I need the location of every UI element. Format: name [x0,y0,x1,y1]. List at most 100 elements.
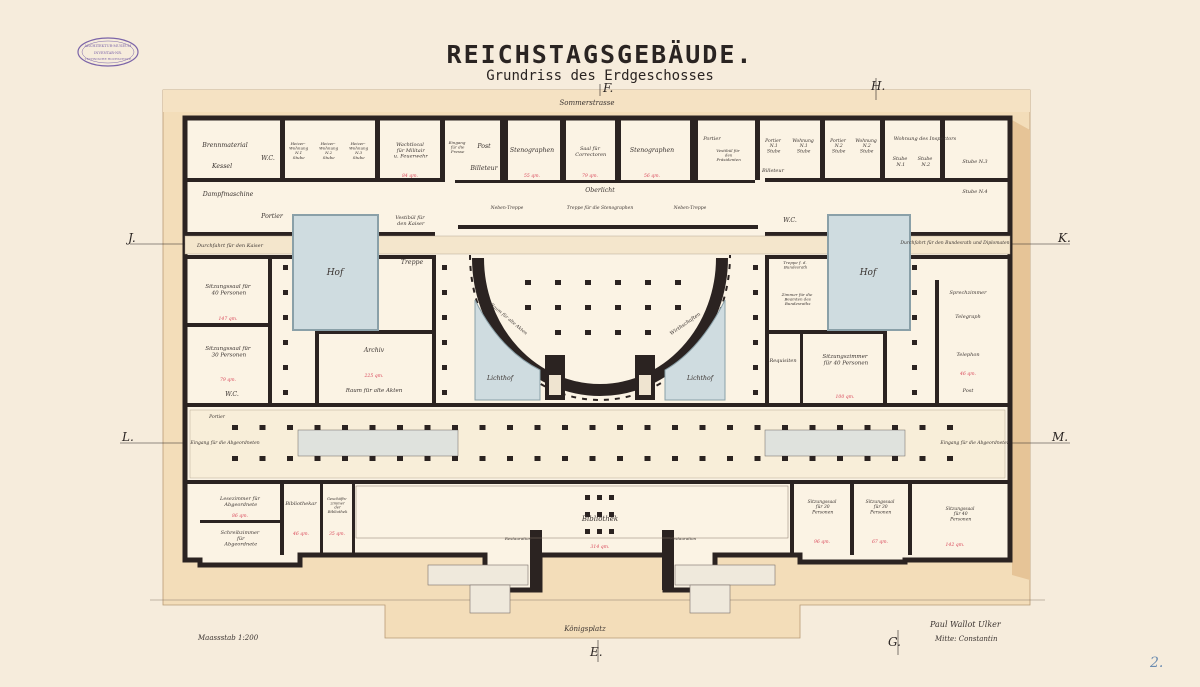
room-label: Heizer- Wohnung N.3 Stube [348,141,369,160]
column [525,305,531,310]
column [609,529,614,534]
room-label: Kessel [211,163,232,170]
section-mark-e: E. [589,645,603,659]
room-label: Portier [702,136,721,142]
column [912,340,917,345]
column [479,456,486,461]
plenary-chamber [469,254,731,534]
room-label: Vestibül für den Präsidenten [715,148,741,162]
column [809,425,816,430]
column [645,330,651,335]
column [424,425,431,430]
room-label: Heizer- Wohnung N.2 Stube [318,141,339,160]
column [699,425,706,430]
column [753,365,758,370]
column [442,265,447,270]
room-label: Stube N.4 [962,189,987,195]
column [507,456,513,461]
sheet-subtitle: Grundriss des Erdgeschosses [486,68,714,84]
transverse-corridor [184,235,1011,255]
column [727,425,733,430]
column [609,512,614,517]
portico-stairs [427,564,776,614]
room-label: Neben-Treppe [490,205,524,211]
column [562,425,568,430]
signature-line: Paul Wallot Ulker [929,620,1002,629]
column [555,280,561,285]
courtyard-left [292,214,379,331]
column [283,315,288,320]
stamp-line: ARCHITEKTUR-MUSEUM [84,44,132,48]
column [754,456,761,461]
area-label: 79 qm. [582,173,599,179]
street-bottom: Königsplatz [563,625,606,633]
room-label: Requisiten [768,358,796,364]
room-label: Stenographen [630,147,674,154]
room-label: Post [962,388,975,394]
room-label: Lichthof [686,375,715,382]
room-label: Restauration [669,536,697,541]
column [919,456,926,461]
room-labels: Brennmaterial Kessel Dampfmaschine W.C. … [189,136,1009,548]
area-labels: 147 qm. 79 qm. 225 qm. 55 qm. 79 qm. 56 … [219,173,977,550]
column [597,512,602,517]
room-label: Telegraph [955,314,980,320]
room-label: Neben-Treppe [673,205,707,211]
room-label: W.C. [225,391,239,398]
column [585,529,590,534]
room-label: Wachtlocal für Militair u. Feuerwehr [392,142,428,160]
room-label: Geschäfts- zimmer der Bibliothek [327,496,349,514]
room-label: Sprechzimmer [949,290,987,296]
sheet-title: REICHSTAGSGEBÄUDE. [447,39,754,69]
room-label: Eingang für die Presse [448,140,466,154]
room-label: Dampfmaschine [202,191,254,198]
lichthof-left [474,299,541,401]
room-label: Billeteur [469,165,498,172]
room-label: Hof [859,268,878,278]
column [397,456,403,461]
column [585,280,591,285]
column [753,315,758,320]
stamp-line: INVENTAR-NR. [94,51,122,55]
area-label: 147 qm. [219,316,239,322]
column [507,425,513,430]
column [727,456,733,461]
column [912,315,917,320]
room-label: Wohnung N.1 Stube [792,138,814,154]
column [947,456,953,461]
column [314,456,321,461]
column [283,340,288,345]
column [864,456,871,461]
column [369,456,376,461]
room-label: Brennmaterial [201,142,247,149]
area-label: 35 qm. [329,531,346,537]
column [479,425,486,430]
section-mark-g: G. [888,635,901,649]
room-label: Durchfahrt für den Bundesrath und Diplom… [899,240,1009,246]
column [864,425,871,430]
column [597,529,602,534]
column [615,330,621,335]
column [919,425,926,430]
room-label: Billeteur [761,168,785,174]
room-label: Heizer- Wohnung N.1 Stube [288,141,309,160]
area-label: 314 qm. [591,544,611,550]
area-label: 225 qm. [364,373,385,379]
column [617,456,623,461]
column [615,280,621,285]
column [947,425,953,430]
column [675,305,681,310]
room-label: Sitzungssaal für 30 Personen [205,346,251,358]
column [892,456,898,461]
column [912,290,917,295]
area-label: 56 qm. [644,173,661,179]
library-stacks [355,485,789,539]
room-label: Stenographen [510,147,554,154]
column [609,495,614,500]
column [534,425,541,430]
column [452,425,458,430]
column [555,330,561,335]
column [589,456,596,461]
room-label: Treppe für die Stenographen [567,205,634,211]
